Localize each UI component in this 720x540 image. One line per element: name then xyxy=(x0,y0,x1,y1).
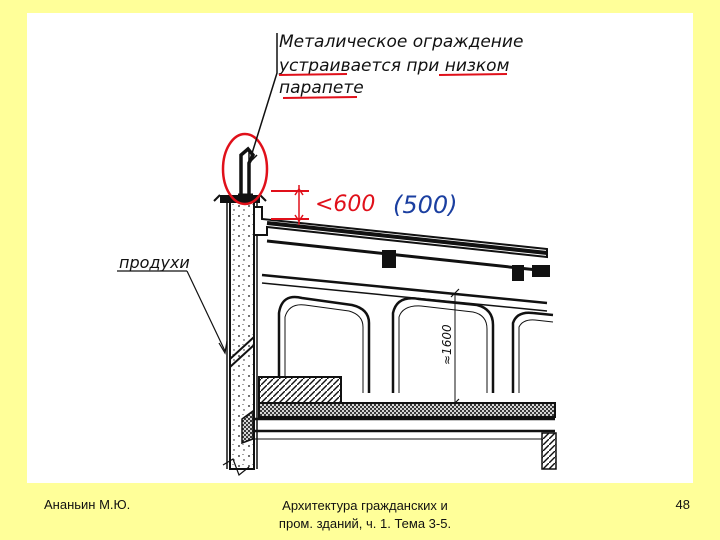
drawing-panel: ≈1600 <600 (500) продухи xyxy=(27,13,693,483)
dimension-blue-label: (500) xyxy=(393,191,458,219)
vents-leader-line xyxy=(117,270,228,355)
red-dimension-marker xyxy=(271,185,309,225)
footer-title-line-2: пром. зданий, ч. 1. Тема 3-5. xyxy=(278,516,452,531)
insulation-block xyxy=(258,376,342,404)
metal-railing xyxy=(238,146,256,197)
red-underlines xyxy=(278,73,508,99)
note-line-1: Металическое ограждение xyxy=(279,32,523,52)
parapet-coping xyxy=(213,194,267,203)
note-leader-line xyxy=(248,33,278,164)
roofing-layer xyxy=(258,402,556,418)
red-highlight-circle xyxy=(221,132,269,206)
note-line-3: парапете xyxy=(279,78,364,98)
vents-label: продухи xyxy=(119,253,190,272)
parapet-section-drawing: ≈1600 <600 (500) продухи xyxy=(117,32,557,476)
note-line-2: устраивается при низком xyxy=(278,56,510,76)
roof-slab xyxy=(253,206,550,281)
page-number: 48 xyxy=(675,497,690,512)
floor-slab xyxy=(241,409,557,470)
dimension-red-label: <600 xyxy=(315,192,375,217)
truss-frame xyxy=(261,273,554,393)
height-dimension-label: ≈1600 xyxy=(440,324,454,365)
footer-title-line-1: Архитектура гражданских и xyxy=(282,498,448,513)
footer-course-title: Архитектура гражданских и пром. зданий, … xyxy=(240,497,490,533)
footer-author: Ананьин М.Ю. xyxy=(44,497,131,512)
